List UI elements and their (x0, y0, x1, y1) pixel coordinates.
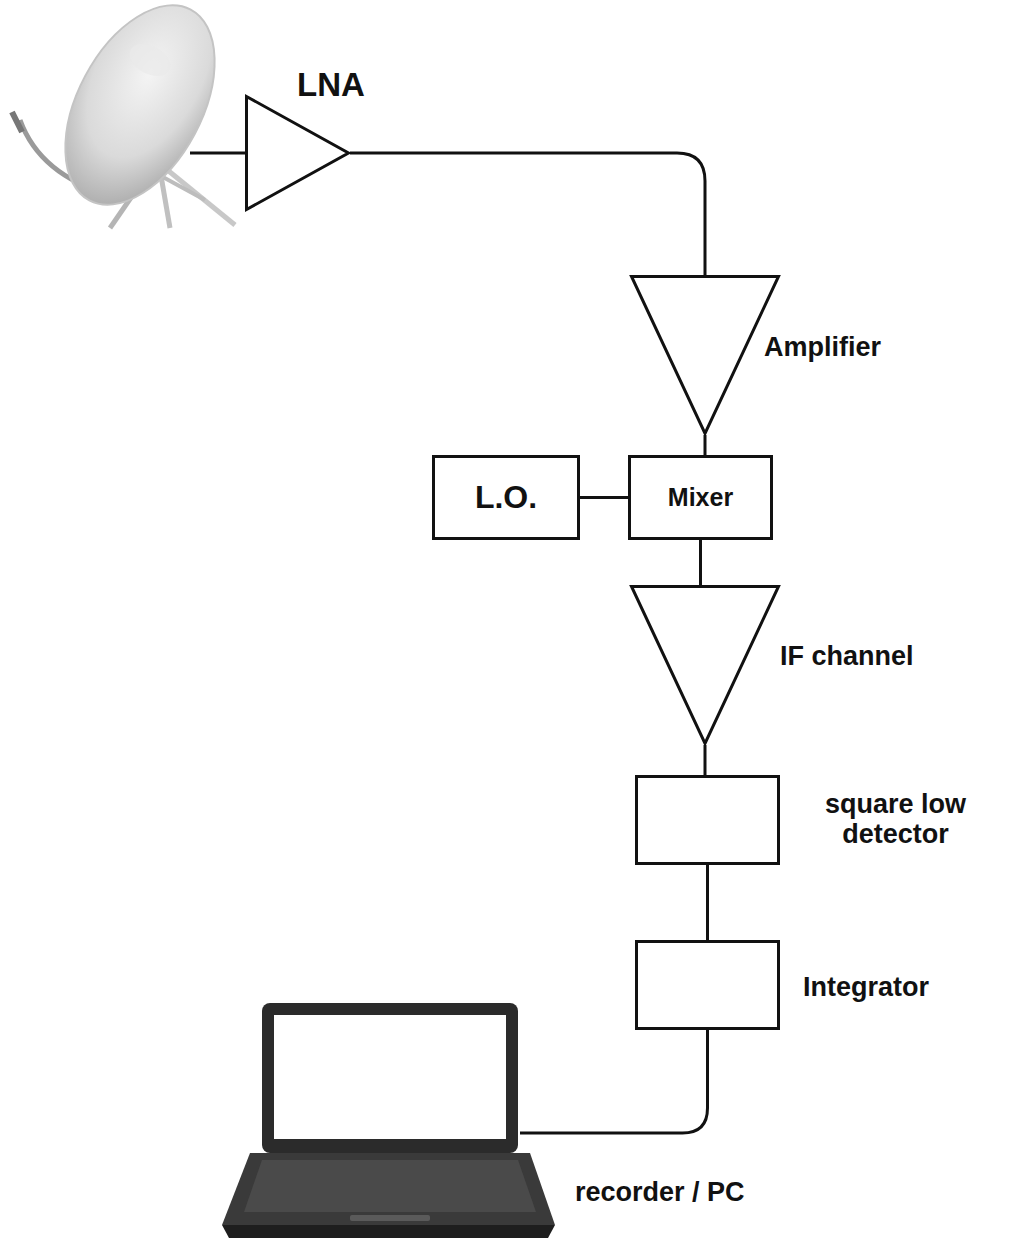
box-label: Mixer (668, 483, 733, 512)
component-label: LNA (297, 67, 365, 103)
component-label: recorder / PC (575, 1178, 745, 1208)
signal-wire (350, 153, 705, 275)
signal-wire (704, 745, 707, 775)
signal-wire (699, 540, 702, 585)
signal-wire (706, 865, 709, 940)
lna-amplifier: LNA (245, 95, 350, 211)
triangle-outline (245, 95, 350, 211)
box-label: L.O. (475, 479, 537, 516)
mixer-box: Mixer (628, 455, 773, 540)
laptop-computer: recorder / PC (222, 1000, 520, 1238)
component-label: square low detector (793, 790, 998, 849)
triangle-outline (630, 275, 780, 435)
local-oscillator-box: L.O. (432, 455, 580, 540)
if-channel-triangle: IF channel (630, 585, 780, 745)
signal-wire (580, 496, 628, 499)
signal-wire (520, 1030, 708, 1133)
component-label: Integrator (803, 973, 929, 1003)
triangle-outline (630, 585, 780, 745)
component-label: Amplifier (764, 333, 881, 363)
component-label: IF channel (780, 642, 914, 672)
integrator-box: Integrator (635, 940, 780, 1030)
signal-wire (704, 435, 707, 455)
detector-box: square low detector (635, 775, 780, 865)
amplifier-triangle: Amplifier (630, 275, 780, 435)
